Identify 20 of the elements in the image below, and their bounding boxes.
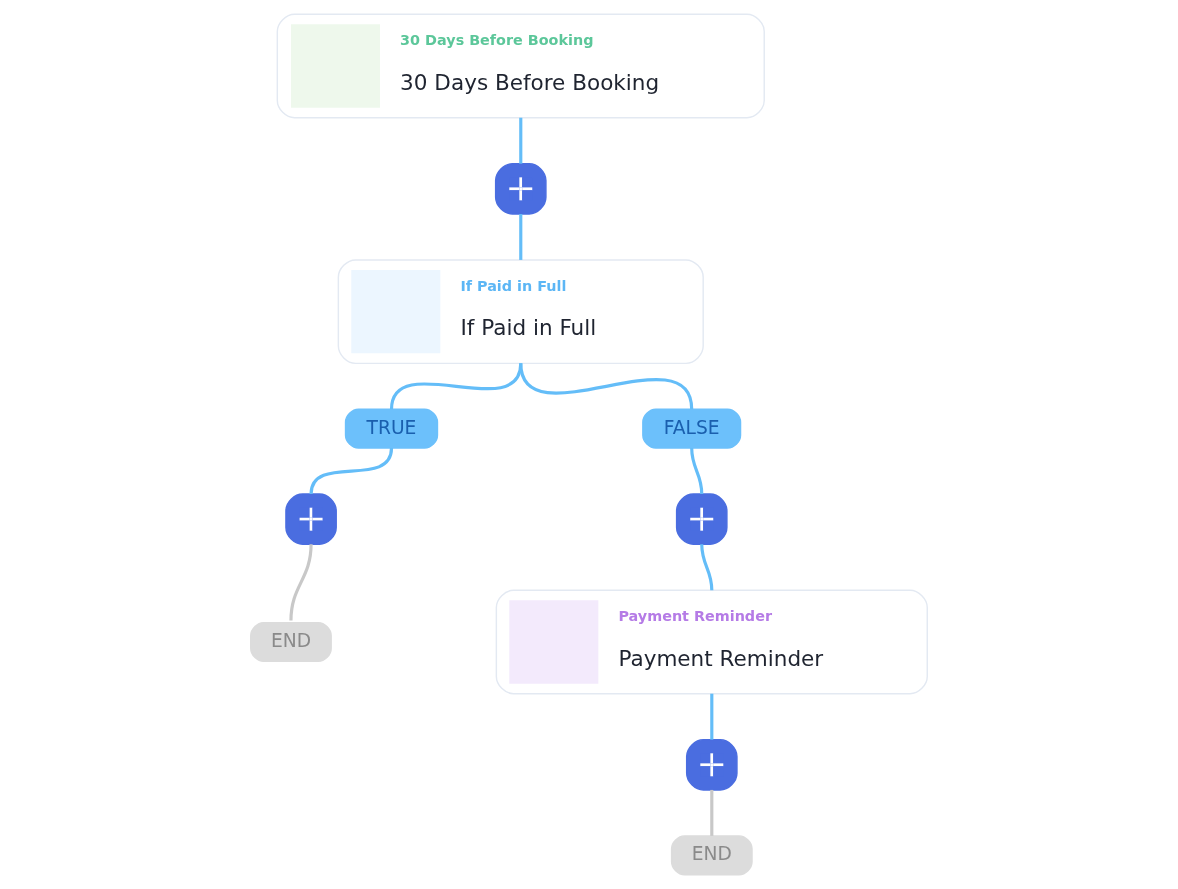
node-box xyxy=(494,163,547,215)
node-box xyxy=(685,738,738,791)
node-box: END xyxy=(670,835,753,876)
node-box: Payment Reminder Payment Reminder xyxy=(495,589,928,695)
node-box xyxy=(675,493,728,546)
node-box: END xyxy=(250,621,332,663)
node-box xyxy=(285,493,337,546)
connector xyxy=(690,448,704,495)
connector xyxy=(309,447,394,495)
node-box: TRUE xyxy=(344,408,439,449)
connector xyxy=(519,117,523,164)
connector xyxy=(700,544,714,591)
connector xyxy=(519,363,694,410)
node-box: If Paid in Full If Paid in Full xyxy=(337,259,704,365)
node-box: 30 Days Before Booking 30 Days Before Booking xyxy=(276,13,765,119)
connector xyxy=(519,213,523,260)
connector xyxy=(710,693,714,740)
connector xyxy=(289,544,313,621)
node-box: FALSE xyxy=(642,408,742,449)
connector xyxy=(710,789,714,836)
